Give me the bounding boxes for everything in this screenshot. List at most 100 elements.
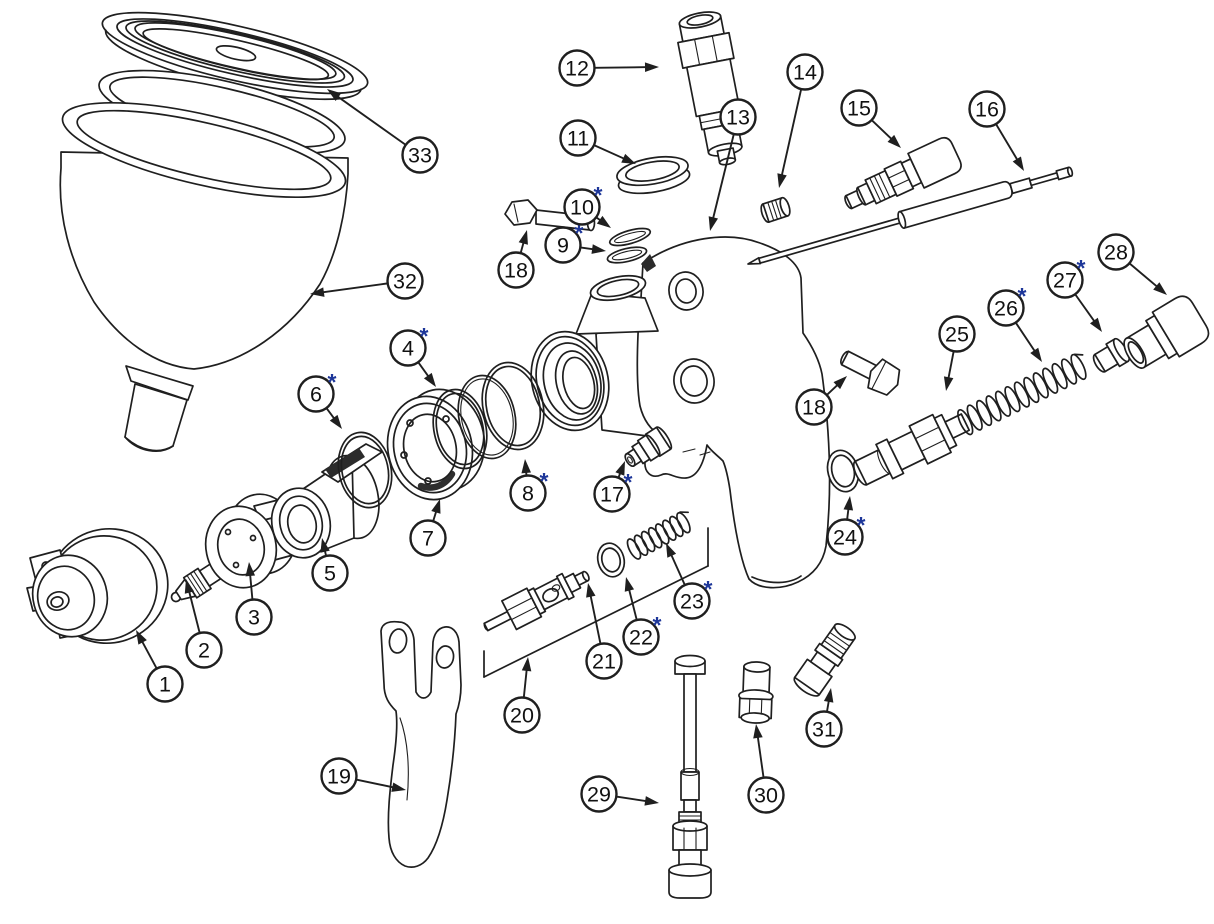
balloon-circle	[389, 329, 427, 367]
leader-line	[1074, 293, 1098, 326]
balloon-circle	[795, 388, 833, 426]
balloon-asterisk: *	[704, 576, 713, 602]
callout-bolt: 18	[497, 230, 535, 289]
leader-arrowhead-icon	[327, 89, 342, 102]
callout-valve-spring: 23*	[666, 543, 713, 620]
balloon-number: 31	[812, 718, 836, 742]
callout-gravity-cup: 32	[310, 262, 424, 300]
balloon-circle	[1046, 261, 1084, 299]
part-fluid-tube-assembly	[668, 654, 712, 899]
balloon-circle	[826, 518, 864, 556]
part-needle-spring	[957, 353, 1087, 436]
leader-line	[187, 587, 201, 634]
leader-arrowhead-icon	[586, 583, 596, 598]
balloon-number: 5	[324, 562, 336, 586]
part-air-cap	[26, 527, 169, 645]
leader-line	[318, 282, 388, 294]
balloon-asterisk: *	[653, 612, 662, 638]
balloon-circle	[503, 696, 541, 734]
balloon-circle	[409, 519, 447, 557]
balloon-asterisk: *	[1077, 255, 1086, 281]
balloon-number: 15	[847, 97, 871, 121]
leader-line	[756, 732, 765, 778]
balloon-circle	[987, 289, 1025, 327]
balloon-number: 26	[994, 297, 1018, 321]
balloon-number: 6	[310, 383, 322, 407]
leader-arrowhead-icon	[666, 543, 677, 558]
part-trigger	[380, 620, 462, 868]
part-shim-washer-10	[608, 227, 652, 247]
balloon-circle	[558, 49, 596, 87]
balloon-number: 18	[802, 396, 826, 420]
balloon-circle	[497, 251, 535, 289]
balloon-asterisk: *	[328, 369, 337, 395]
balloon-number: 21	[592, 650, 616, 674]
balloon-number: 3	[248, 606, 260, 630]
balloon-number: 33	[408, 144, 432, 168]
balloon-circle	[559, 119, 597, 157]
balloon-number: 27	[1053, 269, 1077, 293]
balloon-asterisk: *	[594, 182, 603, 208]
leader-arrowhead-icon	[596, 215, 611, 228]
part-nozzle-holder	[270, 443, 383, 559]
callout-needle-packing-assembly: 25	[938, 315, 976, 391]
callout-spring-pad: 27*	[1046, 255, 1102, 332]
balloon-circle	[580, 775, 618, 813]
balloon-circle	[509, 474, 547, 512]
part-shim-washer-9	[606, 246, 648, 264]
balloon-asterisk: *	[420, 323, 429, 349]
balloon-circle	[719, 98, 757, 136]
balloon-circle	[585, 642, 623, 680]
leader-line	[593, 144, 629, 162]
callout-trigger: 19	[320, 757, 406, 795]
balloon-number: 28	[1104, 241, 1128, 265]
balloon-circle	[1097, 233, 1135, 271]
leader-arrowhead-icon	[521, 459, 532, 474]
leader-arrowhead-icon	[615, 461, 625, 476]
leader-arrowhead-icon	[1153, 282, 1167, 295]
callout-fluid-nozzle: 2	[184, 579, 223, 669]
callout-o-ring: 8*	[509, 459, 549, 512]
callout-nozzle-holder: 5	[311, 538, 349, 592]
balloon-number: 24	[833, 526, 857, 550]
leader-arrowhead-icon	[423, 372, 436, 387]
leader-arrowhead-icon	[943, 376, 954, 391]
leader-arrowhead-icon	[329, 414, 342, 429]
balloon-number: 22	[629, 626, 653, 650]
balloon-circle	[386, 262, 424, 300]
part-valve-spring	[626, 511, 691, 560]
balloon-number: 32	[393, 270, 417, 294]
balloon-number: 23	[680, 590, 704, 614]
balloon-circle	[320, 757, 358, 795]
balloon-number: 18	[504, 259, 528, 283]
balloon-asterisk: *	[1018, 283, 1027, 309]
callout-retaining-ring: 7	[409, 499, 447, 557]
balloon-circle	[622, 618, 660, 656]
part-needle-packing-assembly	[852, 353, 1087, 486]
leader-arrowhead-icon	[708, 216, 719, 231]
leader-line	[139, 637, 158, 670]
part-air-valve-stem	[483, 570, 590, 632]
part-adjusting-cap	[1123, 295, 1210, 369]
part-retaining-nut	[616, 155, 691, 195]
leader-line	[1128, 262, 1161, 290]
leader-arrowhead-icon	[245, 562, 256, 577]
callout-air-valve-group: 20	[503, 657, 541, 734]
leader-arrowhead-icon	[431, 499, 441, 514]
callout-air-connector: 31	[805, 688, 843, 748]
part-gun-body	[530, 236, 831, 589]
part-retaining-ring	[386, 388, 486, 501]
balloon-number: 4	[402, 337, 414, 361]
leader-arrowhead-icon	[644, 796, 659, 806]
leader-line	[522, 665, 529, 698]
callout-air-inlet-valve: 12	[558, 49, 659, 87]
part-valve-washer	[596, 542, 626, 578]
part-fluid-adjustment-valve	[844, 136, 962, 210]
balloon-number: 1	[159, 673, 171, 697]
callout-valve-washer: 22*	[622, 577, 662, 656]
balloon-number: 2	[198, 639, 210, 663]
part-cup-plug	[738, 661, 774, 724]
leader-arrowhead-icon	[753, 724, 763, 739]
callout-shim-washer: 10*	[563, 182, 611, 228]
